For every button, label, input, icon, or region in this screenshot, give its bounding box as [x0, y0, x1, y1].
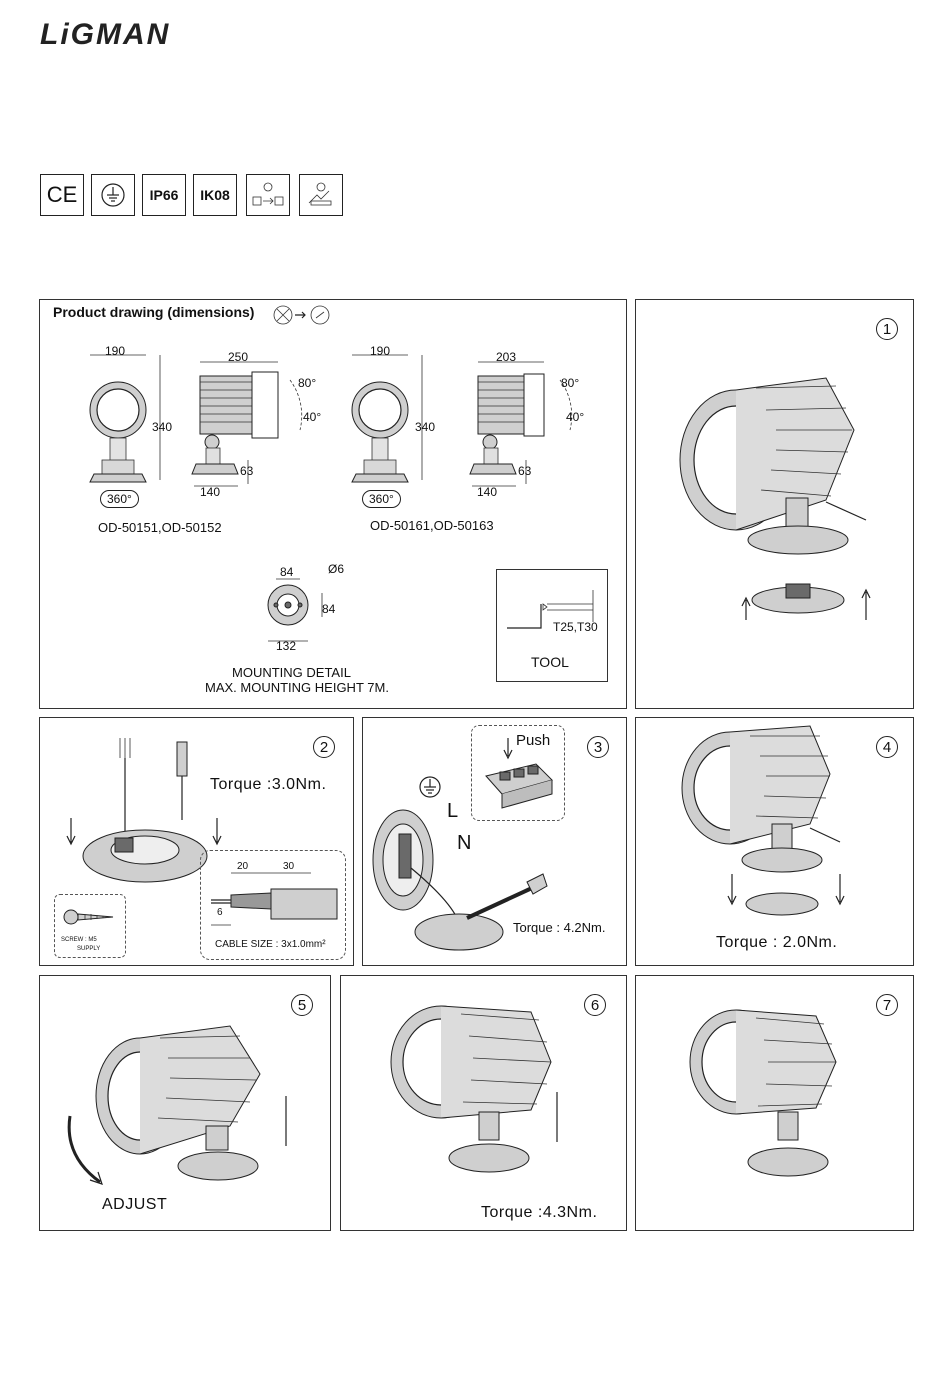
screw-icon: [63, 909, 114, 925]
dim-b-tilt-down: 40°: [566, 410, 585, 424]
ik08-badge: IK08: [193, 174, 237, 216]
model-b-label: OD-50161,OD-50163: [370, 518, 494, 533]
step-2-number: 2: [313, 736, 335, 758]
step-3-number: 3: [587, 736, 609, 758]
tool-size: T25,T30: [553, 620, 598, 634]
dim-b-width: 190: [370, 344, 391, 358]
screw-supply-label: SUPPLY: [77, 946, 101, 952]
dim-b-side-width: 203: [496, 350, 517, 364]
mounting-detail-drawing: [267, 578, 323, 642]
earth-ground-icon: [91, 174, 135, 216]
dim-b-base-width: 140: [477, 485, 498, 499]
mounting-detail-label: MOUNTING DETAIL: [232, 665, 351, 680]
cable-strip-drawing: [211, 872, 338, 926]
cable-prep-box: 20 30 6 CABLE SIZE : 3x1.0mm²: [200, 850, 346, 960]
step-2-panel: 2 Torque :3.0Nm. SCREW : M5 SUPPLY 20: [39, 717, 354, 966]
step-6-number: 6: [584, 994, 606, 1016]
dim-b-tilt-up: 80°: [561, 376, 580, 390]
side-view-a-drawing: [191, 361, 303, 487]
step-7-number: 7: [876, 994, 898, 1016]
step-2-illustration: [66, 738, 222, 883]
ik08-label: IK08: [200, 187, 230, 203]
torx-key-icon: [507, 590, 594, 629]
mount-dim-132: 132: [276, 639, 297, 653]
dim-a-base-height: 63: [240, 464, 254, 478]
mount-dim-84-top: 84: [280, 565, 294, 579]
tool-to-gear-icon: [273, 305, 330, 325]
product-drawing-panel: Product drawing (dimensions) 190 340 360…: [39, 299, 627, 709]
step-1-panel: 1: [635, 299, 914, 709]
cable-dim-6: 6: [217, 907, 223, 918]
replaceable-control-gear-icon: [299, 174, 343, 216]
push-terminal-box: Push: [471, 725, 565, 821]
step-1-number: 1: [876, 318, 898, 340]
rotation-b: 360°: [362, 490, 401, 508]
step-7-panel: 7: [635, 975, 914, 1231]
dim-a-tilt-up: 80°: [298, 376, 317, 390]
tool-label: TOOL: [531, 654, 569, 670]
step-7-illustration: [689, 1009, 837, 1177]
step-3-torque: Torque : 4.2Nm.: [513, 920, 606, 935]
dim-b-base-height: 63: [518, 464, 532, 478]
cable-dim-20: 20: [237, 861, 249, 872]
ip66-badge: IP66: [142, 174, 186, 216]
step-6-panel: 6 Torque :4.3Nm.: [340, 975, 627, 1231]
ip66-label: IP66: [149, 187, 179, 203]
step-6-torque: Torque :4.3Nm.: [481, 1204, 598, 1221]
front-view-b-drawing: [351, 354, 423, 483]
step-6-illustration: [390, 1005, 558, 1173]
screw-size-label: SCREW : M5: [61, 937, 97, 943]
dim-a-side-width: 250: [228, 350, 249, 364]
step-5-panel: 5 ADJUST: [39, 975, 331, 1231]
replaceable-light-source-icon: [246, 174, 290, 216]
mount-dim-84-side: 84: [322, 602, 336, 616]
step-4-number: 4: [876, 736, 898, 758]
dim-a-base-width: 140: [200, 485, 221, 499]
step-4-torque: Torque : 2.0Nm.: [716, 934, 838, 951]
cable-dim-30: 30: [283, 861, 295, 872]
live-label: L: [447, 800, 459, 822]
dim-a-height: 340: [152, 420, 173, 434]
dim-b-height: 340: [415, 420, 436, 434]
step-3-panel: 3 Push L N Torque : 4.2Nm.: [362, 717, 627, 966]
step-1-illustration: [679, 377, 871, 620]
dim-a-width: 190: [105, 344, 126, 358]
step-2-torque: Torque :3.0Nm.: [210, 776, 327, 793]
rotation-a: 360°: [100, 490, 139, 508]
adjust-label: ADJUST: [102, 1196, 168, 1213]
step-4-panel: 4 Torque : 2.0Nm.: [635, 717, 914, 966]
front-view-a-drawing: [89, 354, 161, 483]
max-mounting-height-label: MAX. MOUNTING HEIGHT 7M.: [205, 680, 389, 695]
model-a-label: OD-50151,OD-50152: [98, 520, 222, 535]
ce-mark-icon: CE: [40, 174, 84, 216]
screw-box: SCREW : M5 SUPPLY: [54, 894, 126, 958]
step-5-illustration: [67, 1025, 287, 1185]
dim-a-tilt-down: 40°: [303, 410, 322, 424]
brand-logo: LiGMAN: [40, 18, 171, 51]
ce-label: CE: [46, 182, 78, 207]
panel-heading: Product drawing (dimensions): [53, 304, 255, 320]
step-3-illustration: [372, 809, 548, 951]
mount-dim-hole: Ø6: [328, 562, 345, 576]
side-view-b-drawing: [469, 361, 573, 487]
tool-box: T25,T30 TOOL: [496, 569, 608, 682]
earth-ground-icon: [419, 776, 441, 798]
step-4-illustration: [681, 725, 845, 916]
terminal-block-drawing: [485, 738, 553, 809]
cable-size-label: CABLE SIZE : 3x1.0mm²: [215, 939, 326, 950]
step-5-number: 5: [291, 994, 313, 1016]
push-label: Push: [516, 732, 551, 749]
neutral-label: N: [457, 832, 472, 854]
